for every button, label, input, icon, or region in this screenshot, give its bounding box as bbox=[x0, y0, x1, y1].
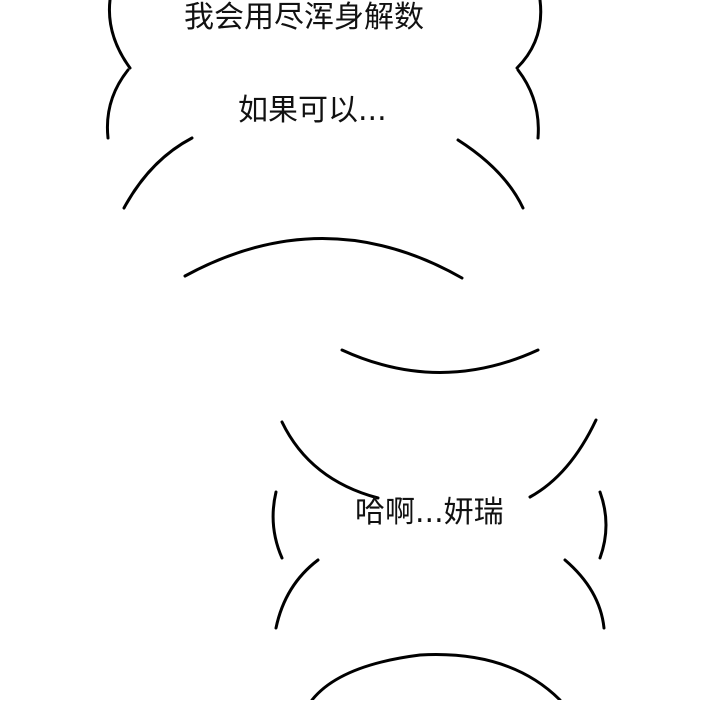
empty-bubble-2-bottom bbox=[340, 348, 540, 374]
empty-bubble-1-arc bbox=[122, 136, 194, 210]
bottom-bubble-right-arc bbox=[563, 558, 606, 630]
bubble-1-right-edge bbox=[515, 0, 543, 70]
dialogue-text-1: 我会用尽浑身解数 bbox=[184, 0, 424, 35]
empty-bubble-2-arc bbox=[183, 237, 464, 280]
bottom-bubble-lower-arc bbox=[310, 653, 562, 702]
bottom-bubble-left-arc bbox=[274, 558, 320, 630]
dialogue-text-2: 如果可以... bbox=[238, 93, 387, 128]
bubble-2-right-edge bbox=[516, 68, 540, 140]
bubble-1-left-edge bbox=[107, 0, 132, 70]
bubble-3-right-edge bbox=[598, 490, 608, 560]
empty-bubble-1-arc-right bbox=[456, 138, 525, 210]
bubble-3-left-edge bbox=[271, 490, 284, 560]
dialogue-text-3: 哈啊...妍瑞 bbox=[355, 495, 504, 530]
bubble-2-left-edge bbox=[105, 68, 130, 140]
bubble-3-top-arc bbox=[280, 420, 380, 500]
bubble-3-top-arc-right bbox=[528, 418, 598, 499]
